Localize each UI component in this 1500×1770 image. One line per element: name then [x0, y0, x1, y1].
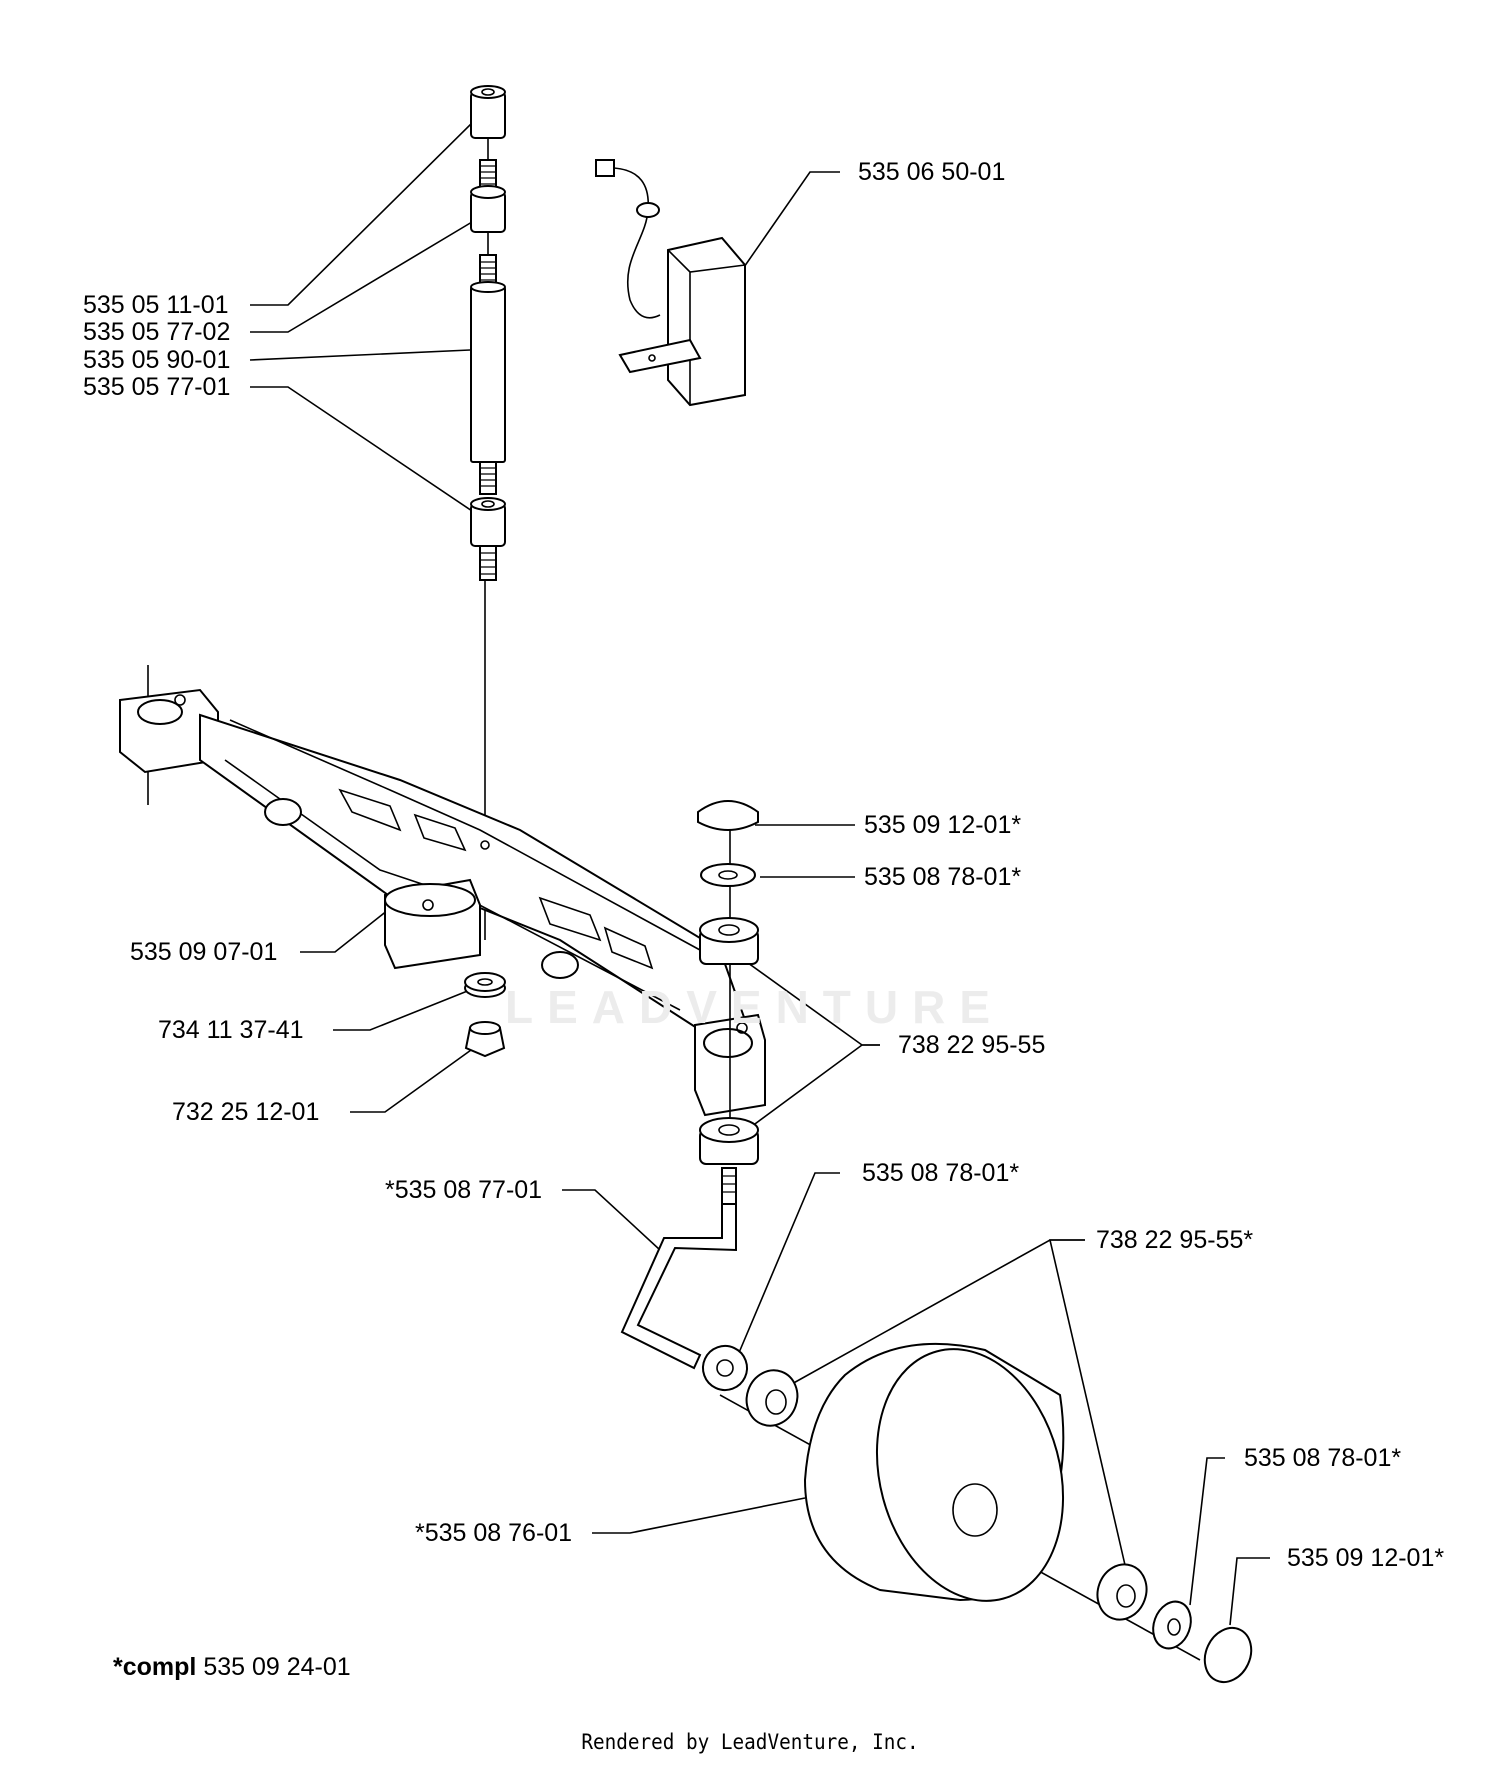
caster-fork	[620, 1167, 737, 1370]
callout-535-08-78-01-mid: 535 08 78-01*	[862, 1159, 1020, 1187]
callout-535-05-11-01: 535 05 11-01	[83, 291, 229, 319]
callout-535-05-90-01: 535 05 90-01	[83, 346, 231, 374]
callout-535-05-77-01: 535 05 77-01	[83, 373, 231, 401]
callout-535-09-07-01: 535 09 07-01	[130, 938, 278, 966]
callout-535-08-78-01-top: 535 08 78-01*	[864, 863, 1022, 891]
footnote-prefix: *compl	[113, 1653, 197, 1681]
footnote: *compl 535 09 24-01	[113, 1653, 351, 1681]
callout-535-09-12-01-bottom: 535 09 12-01*	[1287, 1544, 1445, 1572]
callout-535-05-77-02: 535 05 77-02	[83, 318, 231, 346]
hub-washer-nut	[464, 972, 506, 1058]
callout-734-11-37-41: 734 11 37-41	[158, 1016, 304, 1044]
upper-caster-stack	[697, 800, 759, 1165]
callout-535-08-76-01: *535 08 76-01	[415, 1519, 573, 1547]
shaft-assembly	[470, 85, 506, 940]
leader-lines	[249, 119, 1270, 1626]
callout-738-22-95-55-star: 738 22 95-55*	[1096, 1226, 1254, 1254]
callout-535-06-50-01: 535 06 50-01	[858, 158, 1006, 186]
axle-bar	[119, 665, 766, 1117]
callout-535-09-12-01-top: 535 09 12-01*	[864, 811, 1022, 839]
callout-535-08-77-01: *535 08 77-01	[385, 1176, 543, 1204]
render-credit: Rendered by LeadVenture, Inc.	[581, 1730, 919, 1754]
sensor-part	[595, 159, 746, 407]
watermark: LEADVENTURE	[505, 981, 1005, 1033]
wheel-axle-parts	[702, 1342, 1253, 1684]
callout-738-22-95-55: 738 22 95-55	[898, 1031, 1046, 1059]
callout-732-25-12-01: 732 25 12-01	[172, 1098, 320, 1126]
callout-535-08-78-01-bottom: 535 08 78-01*	[1244, 1444, 1402, 1472]
footnote-number: 535 09 24-01	[203, 1653, 351, 1681]
